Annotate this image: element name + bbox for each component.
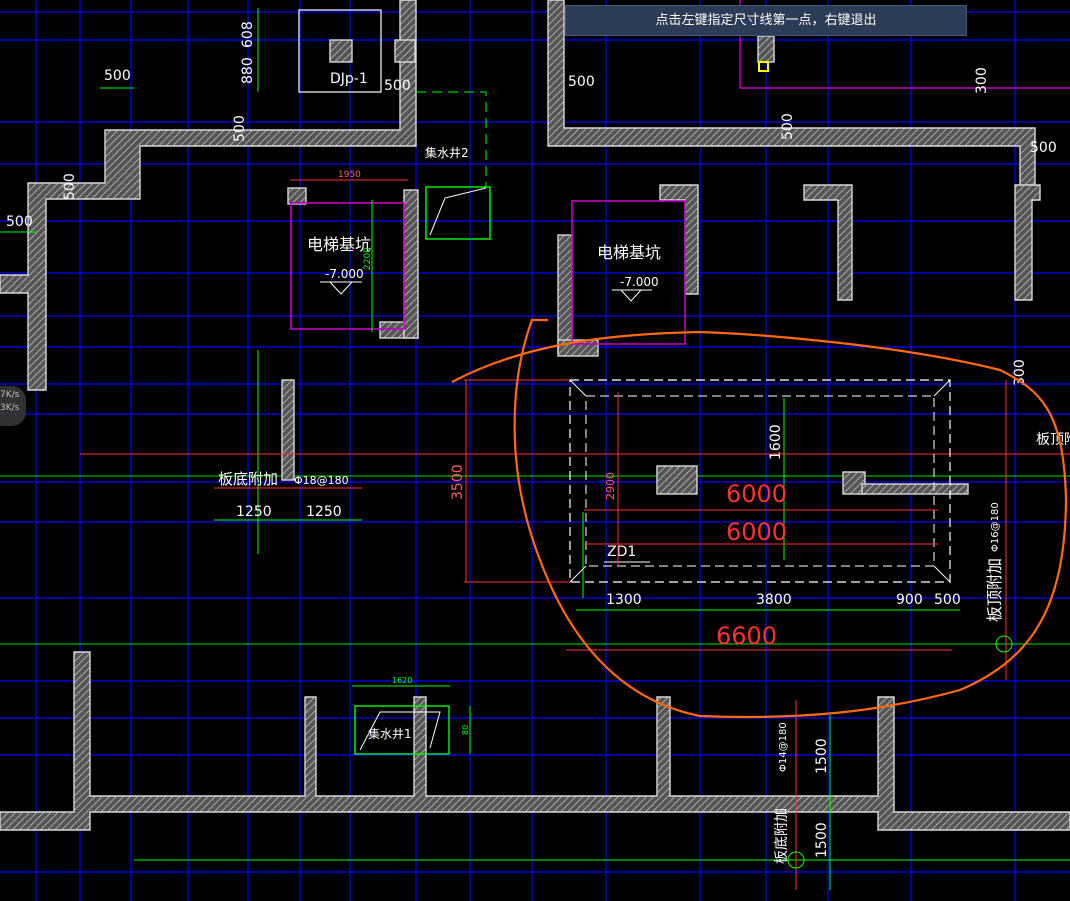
svg-text:Φ18@180: Φ18@180 — [294, 474, 349, 487]
svg-text:500: 500 — [384, 78, 411, 94]
zd1-label: ZD1 — [607, 544, 636, 560]
elevator-pit-2[interactable]: 电梯基坑 -7.000 — [571, 200, 686, 345]
svg-text:1300: 1300 — [606, 592, 642, 608]
network-speed-widget: 7K/s 3K/s — [0, 386, 26, 426]
djp-label: DJp-1 — [330, 71, 368, 87]
green-axis-lines — [0, 475, 1070, 645]
svg-text:80: 80 — [461, 725, 470, 735]
svg-text:1500: 1500 — [814, 738, 830, 774]
djp-box[interactable] — [298, 9, 382, 93]
elevator-pit-1-level: -7.000 — [325, 267, 364, 281]
board-top-add-annotation: 板顶附加 板顶附加 Φ16@180 — [985, 380, 1070, 680]
svg-text:Φ16@180: Φ16@180 — [990, 502, 1001, 552]
svg-text:1250: 1250 — [236, 504, 272, 520]
svg-text:3800: 3800 — [756, 592, 792, 608]
svg-text:板顶附加: 板顶附加 — [985, 558, 1004, 622]
svg-text:500: 500 — [62, 173, 78, 200]
svg-text:900: 900 — [896, 592, 923, 608]
concrete-walls — [0, 0, 1070, 831]
svg-text:1250: 1250 — [306, 504, 342, 520]
upload-speed: 7K/s — [0, 390, 20, 400]
svg-text:6000: 6000 — [726, 518, 787, 546]
svg-text:6000: 6000 — [726, 480, 787, 508]
svg-text:500: 500 — [104, 68, 131, 84]
svg-text:板底附加: 板底附加 — [774, 808, 790, 864]
svg-text:板底附加: 板底附加 — [218, 470, 278, 488]
svg-text:1620: 1620 — [392, 676, 412, 685]
sump-2[interactable]: 集水井2 — [416, 91, 491, 240]
svg-text:1950: 1950 — [338, 170, 361, 180]
board-bottom-add-vertical: 板底附加 Φ14@180 — [774, 700, 805, 890]
elevator-pit-2-label: 电梯基坑 — [597, 243, 661, 262]
svg-text:板顶附加: 板顶附加 — [1036, 432, 1070, 448]
zd1-slab-area[interactable]: ZD1 3500 2900 6000 6000 6600 — [450, 379, 952, 651]
orange-markup-ellipse — [451, 318, 1068, 719]
command-prompt-tooltip: 点击左键指定尺寸线第一点，右键退出 — [565, 5, 967, 36]
svg-text:500: 500 — [568, 74, 595, 90]
elevator-pit-2-level: -7.000 — [620, 275, 659, 289]
sump-1[interactable]: 集水井1 1620 80 — [352, 676, 471, 755]
svg-text:500: 500 — [6, 214, 33, 230]
sump-2-label: 集水井2 — [425, 145, 469, 160]
svg-text:880: 880 — [240, 57, 256, 84]
sump-1-label: 集水井1 — [368, 726, 412, 741]
svg-text:6600: 6600 — [716, 622, 777, 650]
dimension-lines — [0, 8, 1070, 890]
elevator-pit-1-label: 电梯基坑 — [307, 235, 371, 254]
svg-text:1500: 1500 — [814, 822, 830, 858]
svg-text:500: 500 — [780, 113, 796, 140]
svg-text:300: 300 — [974, 67, 990, 94]
svg-text:500: 500 — [934, 592, 961, 608]
download-speed: 3K/s — [0, 403, 20, 413]
svg-text:500: 500 — [232, 115, 248, 142]
yellow-marker — [758, 61, 769, 72]
svg-text:3500: 3500 — [450, 464, 466, 500]
svg-text:2200: 2200 — [363, 247, 373, 270]
dimension-text: 500 500 500 500 608 880 500 500 500 500 … — [6, 21, 1057, 858]
svg-text:500: 500 — [1030, 140, 1057, 156]
elevator-pit-1[interactable]: 电梯基坑 -7.000 1950 2200 — [290, 170, 408, 332]
svg-text:1600: 1600 — [768, 424, 784, 460]
svg-text:2900: 2900 — [604, 472, 617, 500]
board-bottom-add-annotation: 板底附加 Φ18@180 — [80, 453, 1070, 489]
svg-text:608: 608 — [240, 21, 256, 48]
svg-text:Φ14@180: Φ14@180 — [778, 722, 789, 772]
